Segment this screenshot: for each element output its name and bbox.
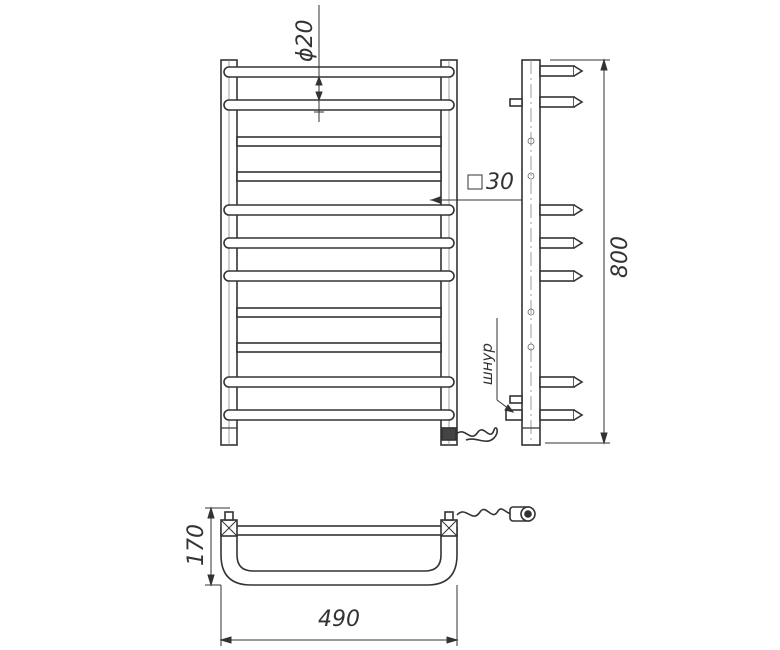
u-rail-outer <box>220 527 458 586</box>
side-view <box>505 59 584 446</box>
depth-label: 170 <box>184 524 209 566</box>
heater-cable <box>455 427 498 442</box>
stub <box>509 98 523 107</box>
bracket <box>539 65 575 77</box>
rung <box>236 307 442 318</box>
bracket <box>539 376 575 388</box>
riser-section-leader <box>430 174 522 204</box>
bracket <box>539 237 575 249</box>
rung <box>223 66 455 78</box>
top-rung <box>235 525 443 536</box>
rung <box>223 237 455 249</box>
heater-connector <box>441 427 457 441</box>
height-label: 800 <box>608 236 633 278</box>
rung <box>223 376 455 388</box>
rung <box>236 171 442 182</box>
depth-dimension <box>205 506 230 587</box>
width-label: 490 <box>318 607 360 632</box>
u-rail-inner <box>236 535 442 572</box>
cord-label: шнур <box>478 343 496 385</box>
rung <box>236 342 442 353</box>
top-view <box>220 506 536 586</box>
width-dimension <box>219 585 459 646</box>
rung <box>223 99 455 111</box>
stub <box>509 395 523 404</box>
rung <box>223 270 455 282</box>
bracket <box>539 96 575 108</box>
heater-stub <box>505 409 523 421</box>
height-dimension <box>545 58 610 445</box>
front-view <box>220 59 498 446</box>
rung <box>223 204 455 216</box>
bracket <box>539 270 575 282</box>
rungs <box>223 66 455 421</box>
cord-leader <box>496 318 515 413</box>
bracket <box>539 204 575 216</box>
riser-section-label: 30 <box>486 170 514 195</box>
rung <box>236 136 442 147</box>
diameter-dimension <box>314 5 324 122</box>
diameter-label: ϕ20 <box>293 19 318 62</box>
top-cable <box>456 508 513 517</box>
bracket <box>539 409 575 421</box>
wall-brackets <box>539 65 584 421</box>
rung <box>223 409 455 421</box>
